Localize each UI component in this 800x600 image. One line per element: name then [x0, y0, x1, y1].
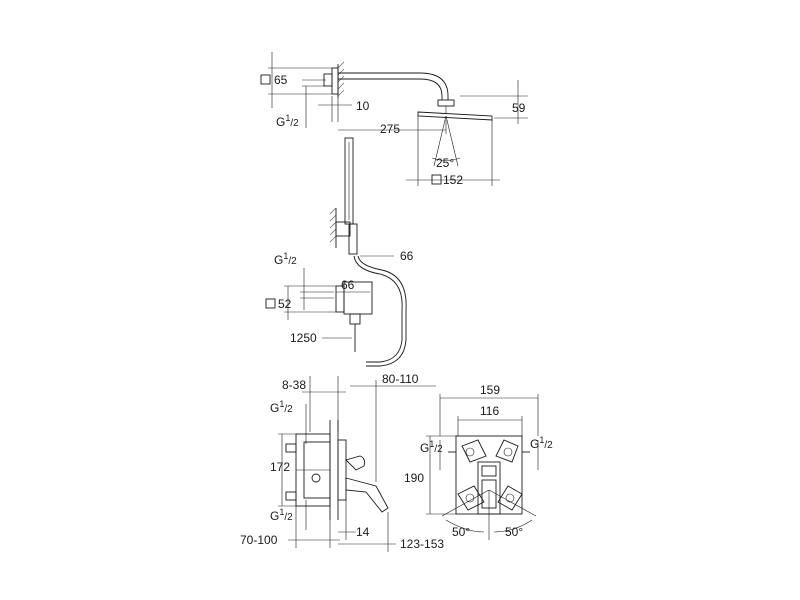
dim-70-100: 70-100 — [240, 533, 278, 547]
cover-plate — [337, 439, 347, 501]
dim-8-38: 8-38 — [282, 378, 306, 392]
holder-bracket — [335, 221, 351, 237]
shower-arm-inner — [338, 78, 443, 100]
shower-arm-view: 65 10 G1/2 275 59 25° 152 — [260, 52, 528, 187]
shower-arm — [338, 72, 449, 100]
dim-1250: 1250 — [290, 331, 317, 345]
dim-14: 14 — [356, 525, 370, 539]
thread-label-box-a: G1/2 — [270, 399, 293, 415]
dim-159: 159 — [480, 383, 500, 397]
dim-65: 65 — [274, 73, 288, 87]
valve-hole — [311, 473, 321, 483]
thread-label-front-r: G1/2 — [530, 435, 553, 451]
box-side-view: 8-38 80-110 G1/2 172 G1/2 70-100 14 123-… — [240, 372, 444, 552]
hand-shower-view: 66 G1/2 66 52 1250 — [265, 137, 414, 367]
thread-label-top: G1/2 — [276, 113, 299, 129]
dim-123-153: 123-153 — [400, 537, 444, 551]
angle-50-right: 50° — [505, 525, 523, 539]
dim-172: 172 — [270, 460, 290, 474]
arm-flange — [331, 67, 339, 95]
dim-52: 52 — [278, 297, 292, 311]
holder-clip — [348, 223, 358, 255]
dim-59: 59 — [512, 101, 526, 115]
angle-50-left: 50° — [452, 525, 470, 539]
dim-190: 190 — [404, 471, 424, 485]
head-joint — [437, 99, 455, 107]
wall-hatch-mid — [329, 207, 337, 248]
thread-label-front-l: G1/2 — [420, 439, 443, 455]
square-symbol — [260, 74, 271, 85]
dim-10: 10 — [356, 99, 370, 113]
spout — [345, 477, 389, 513]
angle-25: 25° — [436, 156, 454, 170]
thread-label-box-b: G1/2 — [270, 507, 293, 523]
dim-66-outlet: 66 — [341, 278, 355, 292]
square-symbol-outlet — [265, 298, 276, 309]
dim-80-110: 80-110 — [382, 372, 419, 386]
dim-152: 152 — [443, 173, 463, 187]
thread-label-mid: G1/2 — [274, 251, 297, 267]
hose — [353, 255, 403, 363]
outlet-nut — [349, 313, 361, 325]
lever-handle — [345, 455, 365, 471]
dim-66-hose: 66 — [400, 249, 414, 263]
box-front-view: 159 116 G1/2 G1/2 190 50° 50° — [404, 383, 553, 540]
dim-275: 275 — [380, 122, 400, 136]
wall-hatch-top — [337, 61, 345, 98]
shower-head — [417, 111, 493, 121]
square-symbol-head — [431, 174, 442, 185]
dim-116: 116 — [480, 404, 499, 418]
